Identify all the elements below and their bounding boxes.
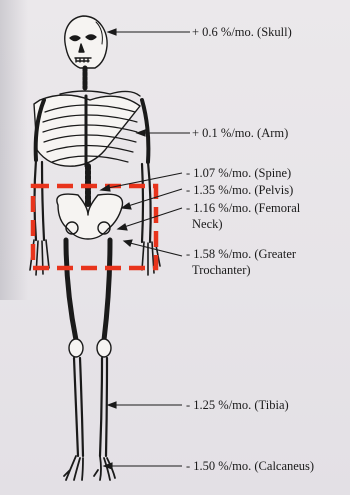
- pelvis-label: - 1.35 %/mo. (Pelvis): [186, 183, 293, 197]
- femoral-neck-arrow: [124, 208, 182, 227]
- calcaneus-label: - 1.50 %/mo. (Calcaneus): [186, 459, 314, 473]
- greater-trochanter-label-line1: - 1.58 %/mo. (Greater: [186, 247, 296, 261]
- tibia-label: - 1.25 %/mo. (Tibia): [186, 398, 289, 412]
- callout-arrows: [101, 29, 190, 469]
- skull-label: + 0.6 %/mo. (Skull): [192, 25, 292, 39]
- arm-label: + 0.1 %/mo. (Arm): [192, 126, 288, 140]
- femoral-neck-label-line1: - 1.16 %/mo. (Femoral: [186, 201, 300, 215]
- spine-label: - 1.07 %/mo. (Spine): [186, 166, 291, 180]
- skeleton-icon: [30, 16, 160, 480]
- femoral-neck-label-line2: Neck): [192, 217, 223, 231]
- greater-trochanter-label-line2: Trochanter): [192, 263, 251, 277]
